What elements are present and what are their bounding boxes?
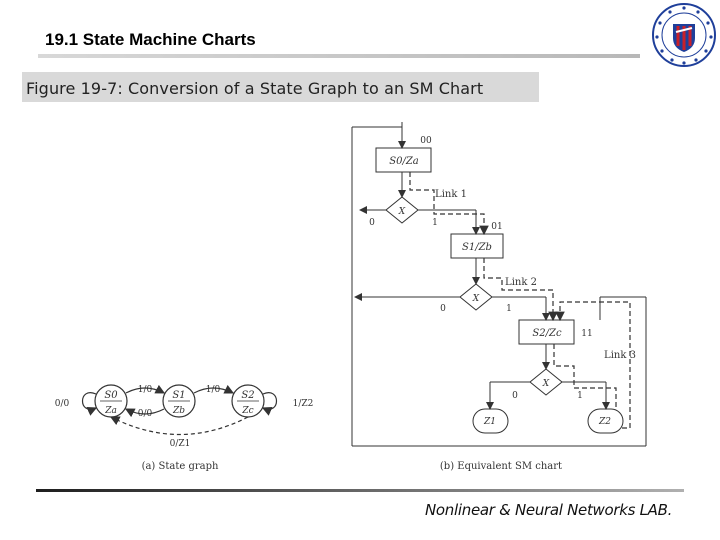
sm-chart-labels: 00 S0/Za 01 S1/Zb S2/Zc 11 X X X 0 1 0 1… (369, 136, 636, 472)
footer-lab-name: Nonlinear & Neural Networks LAB. (425, 501, 673, 519)
state-graph-labels: S0 Za S1 Zb S2 Zc 0/0 1/0 1/0 0/0 1/Z2 0… (55, 385, 314, 472)
transition-label: 1/Z2 (293, 399, 314, 409)
branch-label: 0 (440, 304, 446, 314)
transition-label: 0/0 (138, 409, 153, 419)
decision-1-label: X (398, 207, 406, 217)
branch-label: 0 (512, 391, 518, 401)
transition-label: 0/0 (55, 399, 70, 409)
link-1-path (409, 172, 489, 236)
state-s0-box (375, 147, 432, 173)
decision-2 (459, 283, 493, 311)
s0-to-s1-arrow (125, 384, 166, 394)
branch-label: 1 (506, 304, 512, 314)
s2-to-s0-arrow (109, 416, 249, 435)
branch-label: 1 (577, 391, 583, 401)
state-graph (82, 384, 277, 435)
decision-1 (385, 196, 419, 224)
output-z2-oval (587, 408, 624, 434)
state-s1-box-label: S1/Zb (462, 242, 492, 253)
output-z1-oval (472, 408, 509, 434)
branch-label: 0 (369, 218, 375, 228)
link-paths (409, 172, 631, 429)
decision-2-label: X (472, 294, 480, 304)
decision-3-label: X (542, 379, 550, 389)
footer-rule (36, 489, 684, 492)
output-z1-label: Z1 (483, 417, 496, 427)
title-underline (38, 54, 640, 58)
state-s1-circle (162, 384, 196, 418)
state-graph-caption: (a) State graph (142, 461, 219, 472)
state-s1-output: Zb (172, 406, 185, 416)
state-s2-output: Zc (241, 406, 253, 416)
state-s2-box-label: S2/Zc (532, 328, 562, 339)
entry-code: 00 (420, 136, 432, 146)
state-s0-output: Za (104, 406, 117, 416)
s0-self-loop (82, 392, 98, 416)
link-3-label: Link 3 (604, 350, 636, 361)
s1-to-s0-arrow (124, 408, 165, 418)
decision-3 (529, 368, 563, 396)
link-2-path (483, 258, 558, 322)
university-seal-icon (652, 3, 716, 67)
link-2-label: Link 2 (505, 277, 537, 288)
state-s0-box-label: S0/Za (389, 156, 419, 167)
sm-chart (351, 122, 647, 447)
state-s2-code: 11 (581, 329, 592, 339)
link-3-path (554, 301, 631, 429)
transition-label: 1/0 (138, 385, 153, 395)
state-s0-name: S0 (104, 390, 118, 401)
transition-label: 1/0 (206, 385, 221, 395)
sm-chart-caption: (b) Equivalent SM chart (440, 461, 562, 472)
figure-label: Figure 19-7: Conversion of a State Graph… (26, 79, 484, 98)
s2-self-loop (261, 392, 277, 416)
branch-label: 1 (432, 218, 438, 228)
state-s1-box (450, 233, 504, 259)
state-s1-name: S1 (172, 390, 185, 401)
state-s2-name: S2 (241, 390, 254, 401)
output-z2-label: Z2 (598, 417, 611, 427)
figure-label-box: Figure 19-7: Conversion of a State Graph… (22, 72, 539, 102)
transition-label: 0/Z1 (170, 439, 191, 449)
slide-title: 19.1 State Machine Charts (45, 30, 256, 49)
s1-to-s2-arrow (193, 384, 235, 394)
state-s1-code: 01 (491, 222, 502, 232)
link-1-label: Link 1 (435, 189, 467, 200)
